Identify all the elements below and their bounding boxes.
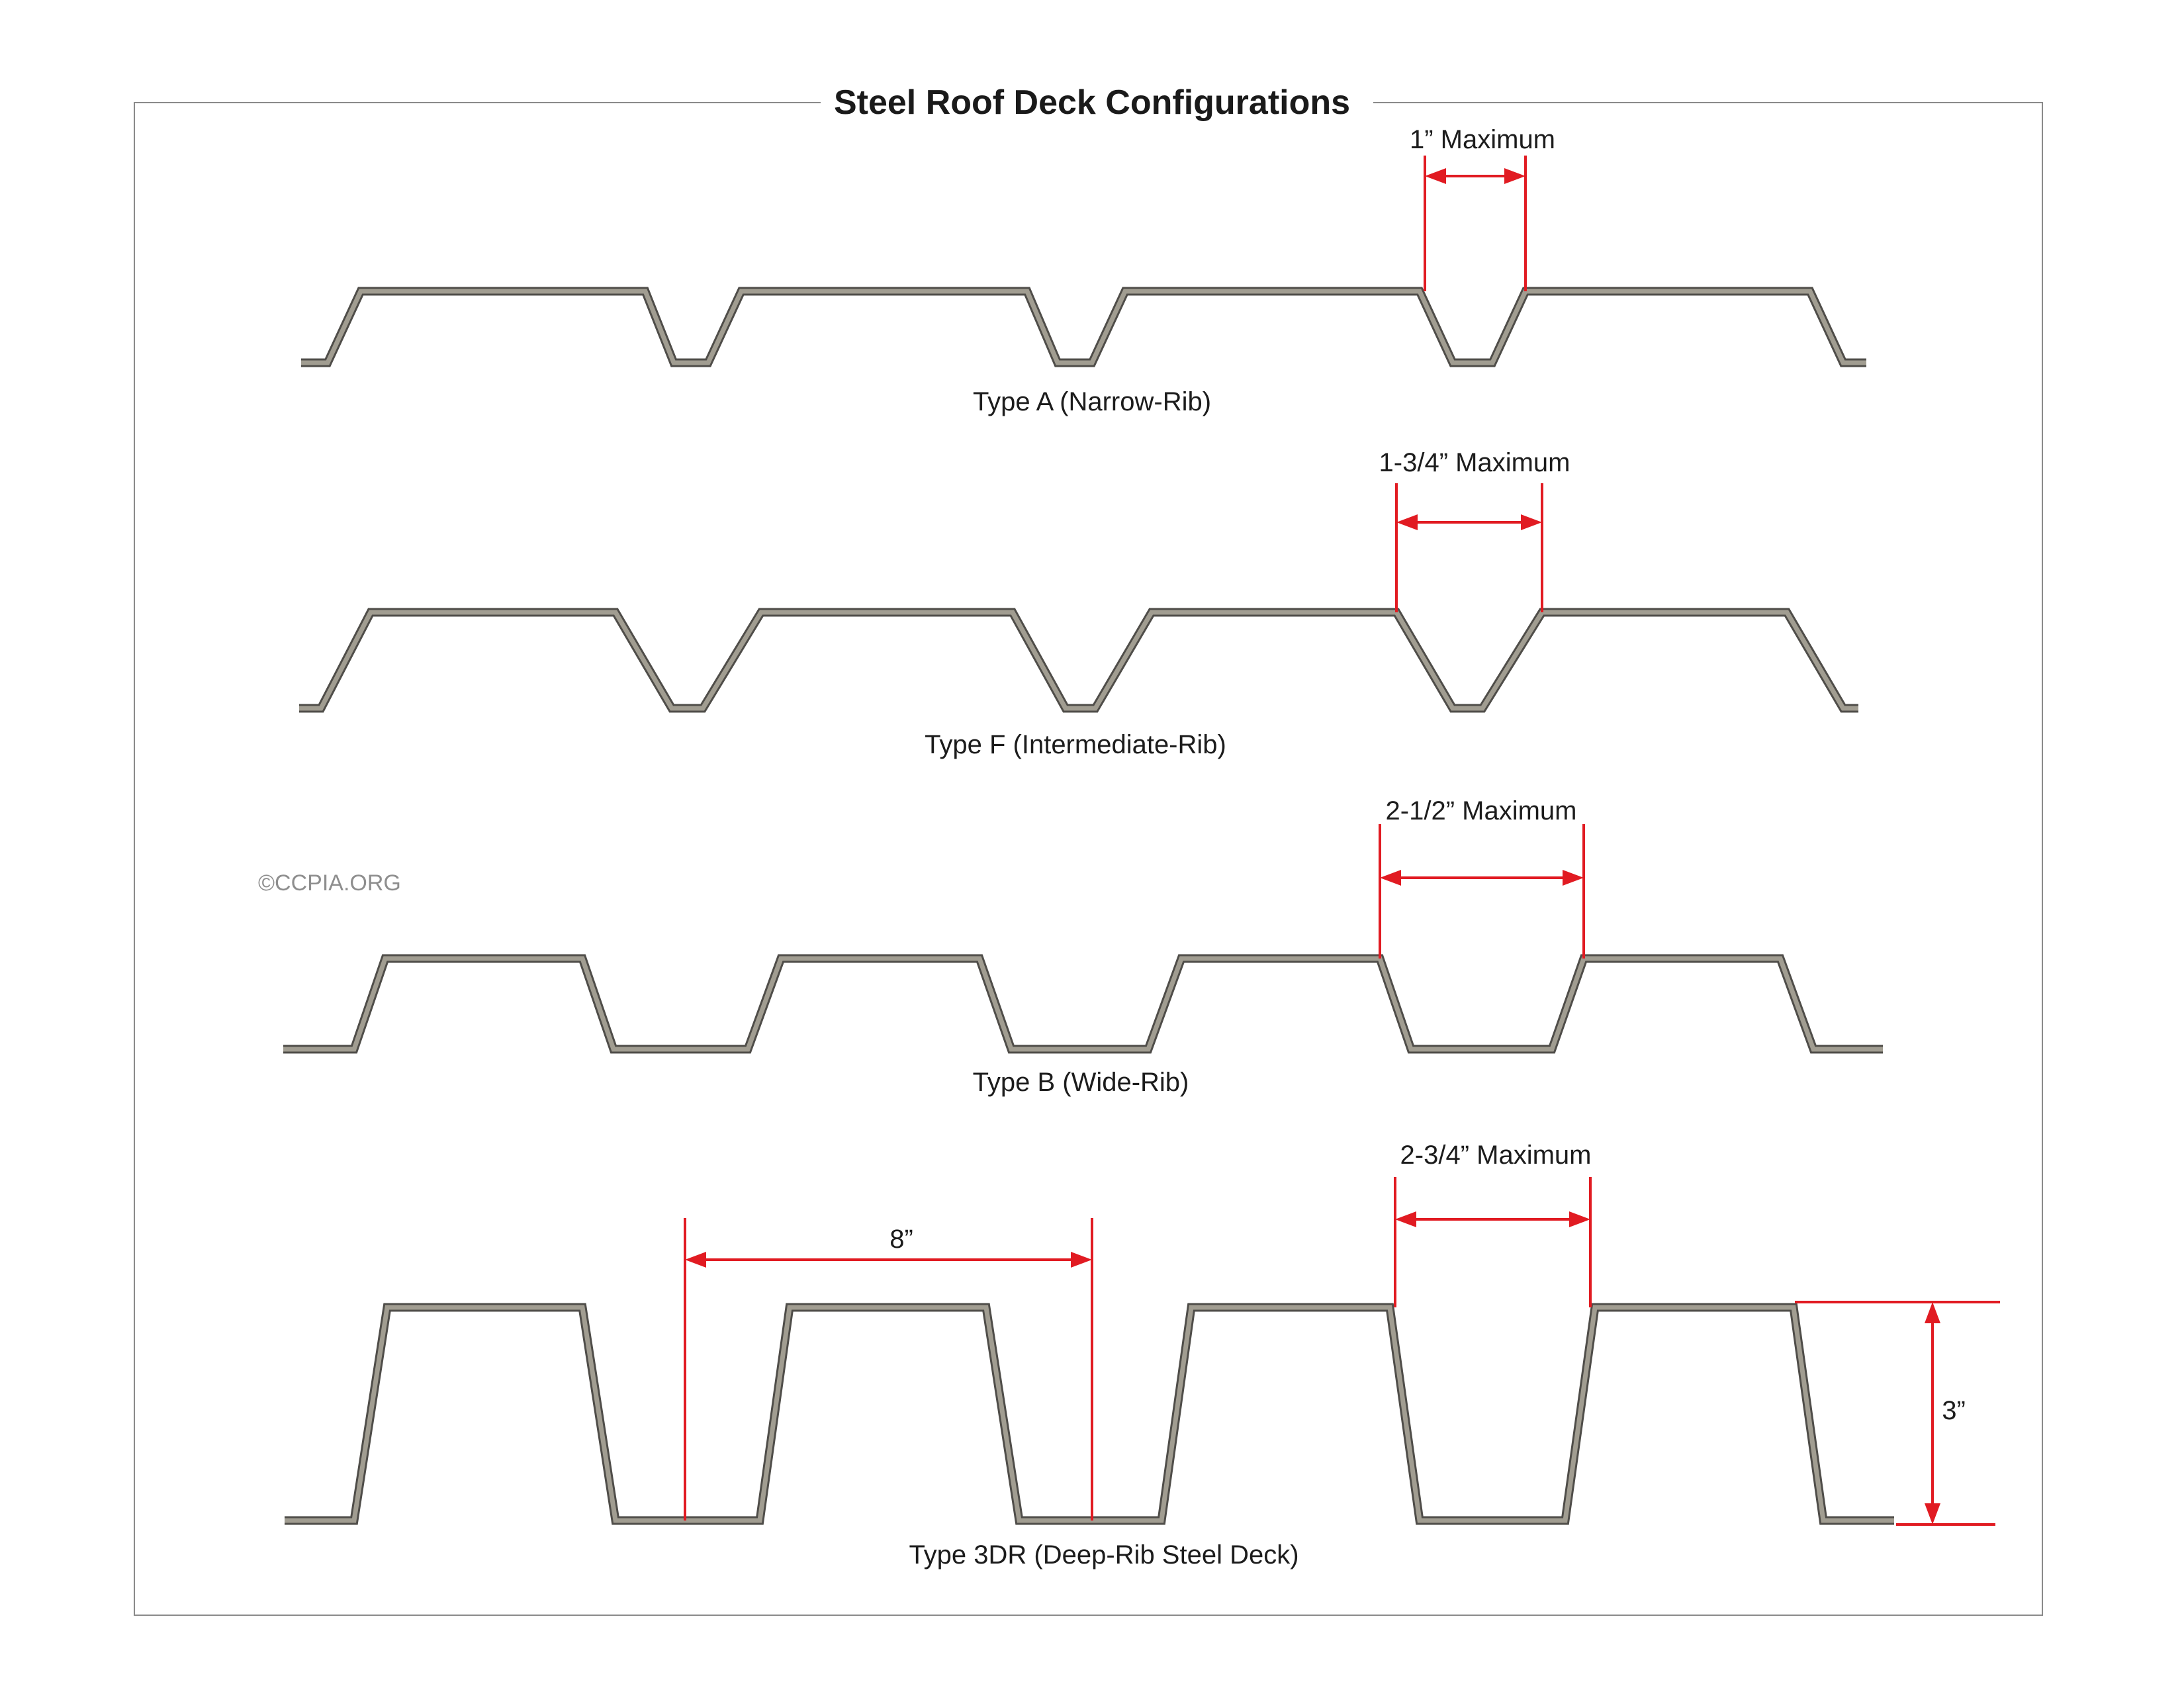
caption-type-3dr: Type 3DR (Deep-Rib Steel Deck): [909, 1540, 1298, 1570]
dimension-label-type-b: 2-1/2” Maximum: [1386, 796, 1577, 825]
copyright-notice: ©CCPIA.ORG: [258, 870, 401, 896]
diagram-title: Steel Roof Deck Configurations: [834, 83, 1350, 122]
arrow-down-icon: [1925, 1503, 1940, 1524]
depth-label: 3”: [1942, 1396, 1966, 1425]
arrow-left-icon: [1425, 168, 1446, 184]
dimension-label-type-f: 1-3/4” Maximum: [1379, 448, 1570, 477]
dimension-label-type-a: 1” Maximum: [1410, 125, 1555, 154]
arrow-up-icon: [1925, 1302, 1940, 1323]
deck-profile-type-a: [301, 287, 1866, 367]
caption-type-b: Type B (Wide-Rib): [973, 1068, 1189, 1097]
arrow-left-icon: [1396, 514, 1418, 530]
arrow-left-icon: [1380, 870, 1401, 886]
arrow-right-icon: [1504, 168, 1525, 184]
arrow-right-icon: [1563, 870, 1584, 886]
arrow-left-icon: [685, 1252, 706, 1268]
arrow-right-icon: [1521, 514, 1542, 530]
deck-type-a: 1” Maximum Type A (Narrow-Rib): [301, 125, 1866, 416]
deck-type-f: 1-3/4” Maximum Type F (Intermediate-Rib): [299, 448, 1858, 759]
arrow-left-icon: [1395, 1211, 1416, 1227]
arrow-right-icon: [1071, 1252, 1092, 1268]
arrow-right-icon: [1569, 1211, 1590, 1227]
deck-profile-type-b: [283, 954, 1883, 1054]
deck-type-3dr: 2-3/4” Maximum 8” 3” Type 3DR (Deep-Rib …: [285, 1141, 2000, 1570]
deck-profile-type-3dr: [285, 1303, 1894, 1525]
caption-type-a: Type A (Narrow-Rib): [973, 387, 1211, 416]
deck-profile-type-f: [299, 608, 1858, 713]
caption-type-f: Type F (Intermediate-Rib): [925, 730, 1226, 759]
dimension-label-type-3dr: 2-3/4” Maximum: [1400, 1141, 1592, 1170]
pitch-label: 8”: [889, 1225, 913, 1254]
diagram-frame: [134, 102, 2043, 1616]
deck-type-b: 2-1/2” Maximum Type B (Wide-Rib): [283, 796, 1883, 1097]
